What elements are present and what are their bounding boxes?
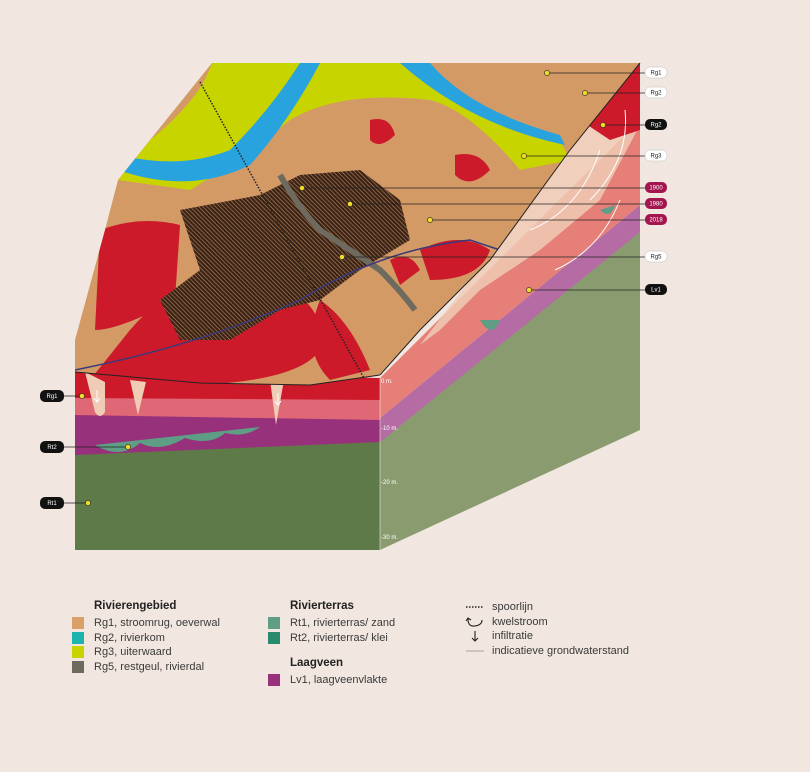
svg-text:Lv1: Lv1	[651, 288, 661, 294]
surface-edge	[74, 62, 641, 386]
swatch-lv1	[268, 674, 280, 687]
legend-title-rivierengebied: Rivierengebied	[94, 600, 177, 612]
legend-item-spoorlijn: spoorlijn	[464, 600, 629, 615]
callout-rg1-left: Rg1	[40, 390, 85, 402]
svg-text:Rg5: Rg5	[650, 255, 662, 261]
grondwaterstand-icon	[464, 644, 486, 658]
swatch-rg2	[72, 631, 84, 644]
callout-rg3-right: Rg3	[521, 149, 668, 162]
callout-rg5-right: Rg5	[339, 250, 668, 263]
svg-text:Rg1: Rg1	[46, 394, 58, 400]
svg-text:Rt1: Rt1	[47, 501, 57, 507]
swatch-rg5	[72, 660, 84, 673]
legend-item-rg3: Rg3, uiterwaard	[72, 645, 220, 660]
city-hatch-main	[160, 170, 410, 340]
front-teal-lenses	[95, 427, 260, 453]
legend-title-rivierterras: Rivierterras	[290, 600, 354, 612]
callout-rg1-right: Rg1	[544, 66, 668, 79]
legend-item-kwelstroom: kwelstroom	[464, 615, 629, 630]
front-sand-tongues	[85, 372, 284, 425]
legend-item-rt2: Rt2, rivierterras/ klei	[268, 631, 395, 646]
kwelstroom-icon	[464, 615, 486, 629]
restgeul	[277, 173, 418, 312]
svg-text:1900: 1900	[649, 186, 663, 192]
swatch-rg1	[72, 617, 84, 630]
legend-rivierengebied: Rivierengebied Rg1, stroomrug, oeverwal …	[72, 600, 220, 674]
depth-label-20: -20 m.	[381, 480, 398, 486]
callout-2018: 2018	[427, 214, 667, 225]
front-pink-layer	[75, 395, 380, 420]
front-green-base	[75, 440, 380, 550]
legend-item-lv1: Lv1, laagveenvlakte	[268, 673, 395, 688]
callout-rg2b-right: Rg2	[600, 119, 667, 130]
depth-label-10: -10 m.	[381, 426, 398, 432]
legend-item-rg5: Rg5, restgeul, rivierdal	[72, 660, 220, 675]
legend-rivierterras-laagveen: Rivierterras Rt1, rivierterras/ zand Rt2…	[268, 600, 395, 688]
side-green-base	[380, 230, 640, 550]
swatch-rt1	[268, 617, 280, 630]
svg-text:Rg3: Rg3	[650, 154, 662, 160]
front-face	[75, 372, 380, 550]
legend-item-rg1: Rg1, stroomrug, oeverwal	[72, 616, 220, 631]
callout-rt2-left: Rt2	[40, 441, 131, 453]
infiltratie-icon	[464, 629, 486, 643]
callout-1900: 1900	[299, 182, 667, 193]
river-channel	[118, 63, 565, 182]
red-zone-east	[370, 119, 490, 280]
depth-label-0: 0 m.	[381, 379, 393, 385]
legend-item-rg2: Rg2, rivierkom	[72, 631, 220, 646]
legend-title-laagveen: Laagveen	[290, 657, 344, 669]
spoorlijn-icon	[464, 600, 486, 614]
callouts-left: Rg1 Rt2 Rt1	[40, 390, 131, 509]
road	[75, 239, 501, 371]
svg-text:Rt2: Rt2	[47, 445, 57, 451]
svg-text:2018: 2018	[649, 218, 663, 224]
legend-symbols: spoorlijn kwelstroom infiltratie indicat…	[464, 600, 629, 658]
callout-lv1-right: Lv1	[526, 284, 667, 295]
svg-text:Rg1: Rg1	[650, 71, 662, 77]
legend-item-rt1: Rt1, rivierterras/ zand	[268, 616, 395, 631]
infiltratie-arrows	[93, 390, 282, 406]
callout-1980: 1980	[347, 198, 667, 209]
svg-text:Rg2: Rg2	[650, 123, 662, 129]
callout-rg2-right: Rg2	[582, 86, 668, 99]
swatch-rt2	[268, 631, 280, 644]
side-purple-layer	[380, 205, 640, 442]
swatch-rg3	[72, 646, 84, 659]
svg-text:Rg2: Rg2	[650, 91, 662, 97]
kwelstroom-arrows	[529, 109, 627, 271]
callouts-right: Rg1 Rg2 Rg2 Rg3 1900 1980	[299, 66, 668, 295]
svg-text:1980: 1980	[649, 202, 663, 208]
legend-item-grondwaterstand: indicatieve grondwaterstand	[464, 644, 629, 659]
red-zone-south	[312, 256, 420, 380]
depth-label-30: -30 m.	[381, 535, 398, 541]
legend-item-infiltratie: infiltratie	[464, 629, 629, 644]
callout-rt1-left: Rt1	[40, 497, 91, 509]
